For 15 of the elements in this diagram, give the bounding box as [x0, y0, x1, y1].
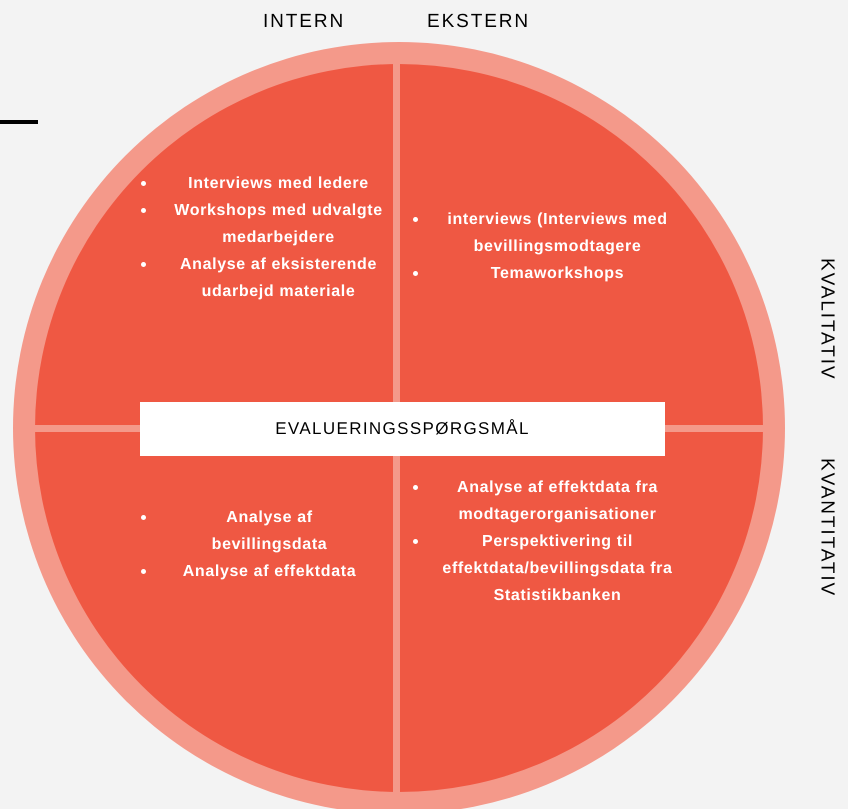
title-box	[140, 402, 665, 456]
box-title: EVALUERINGSSPØRGSMÅL	[275, 418, 530, 440]
list-item-text: Workshops med udvalgte medarbejdere	[173, 201, 384, 248]
axis-label: KVALITATIV	[816, 258, 838, 380]
list-item-text: interviews (Interviews med bevillingsmodtagere	[446, 210, 669, 257]
axis-label: EKSTERN	[427, 10, 530, 34]
list-item-text: Analyse af eksisterende udarbejd materiale	[178, 255, 378, 302]
list-item-text: Analyse af effektdata	[182, 562, 358, 582]
list-item-text: Temaworkshops	[490, 264, 626, 284]
axis-label: INTERN	[263, 10, 346, 34]
list-item-text: Interviews med ledere	[187, 174, 370, 194]
axis-label: KVANTITATIV	[816, 458, 838, 598]
list-item-text: Analyse af bevillingsdata	[210, 508, 328, 555]
list-item-text: Perspektivering til effektdata/bevillingsdata fra Statistikbanken	[441, 532, 674, 606]
list-item-text: Analyse af effektdata fra modtagerorganisationer	[456, 478, 659, 525]
